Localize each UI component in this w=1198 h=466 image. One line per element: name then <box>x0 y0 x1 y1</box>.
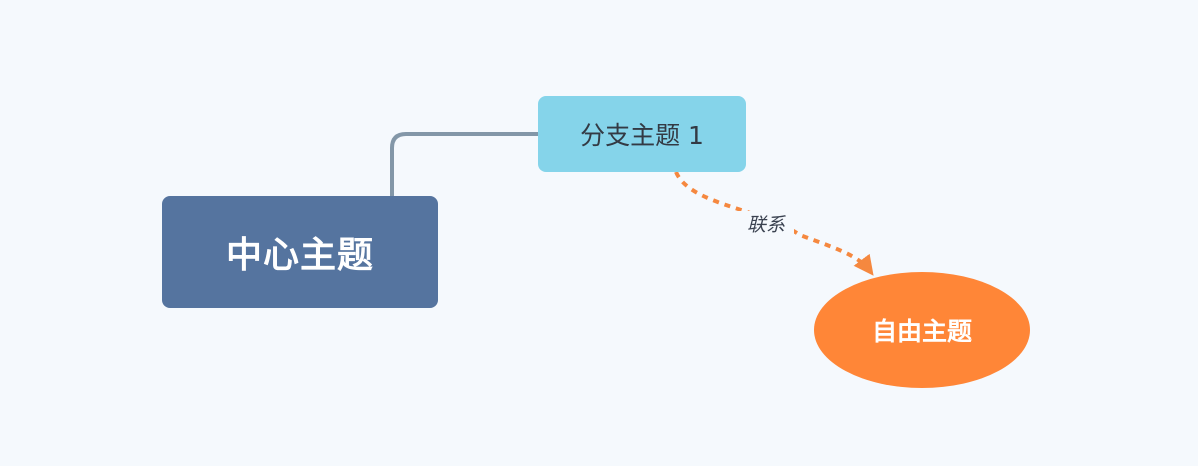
relationship-line[interactable] <box>674 171 874 276</box>
branch-topic-node[interactable]: 分支主题 1 <box>538 96 746 172</box>
relationship-label[interactable]: 联系 <box>738 211 794 239</box>
branch-topic-label: 分支主题 1 <box>580 121 704 150</box>
central-topic-node[interactable]: 中心主题 <box>162 196 438 308</box>
branch-connector-line <box>390 132 540 196</box>
floating-topic-node[interactable]: 自由主题 <box>814 272 1030 388</box>
central-topic-label: 中心主题 <box>225 235 374 276</box>
floating-topic-label: 自由主题 <box>871 317 972 346</box>
